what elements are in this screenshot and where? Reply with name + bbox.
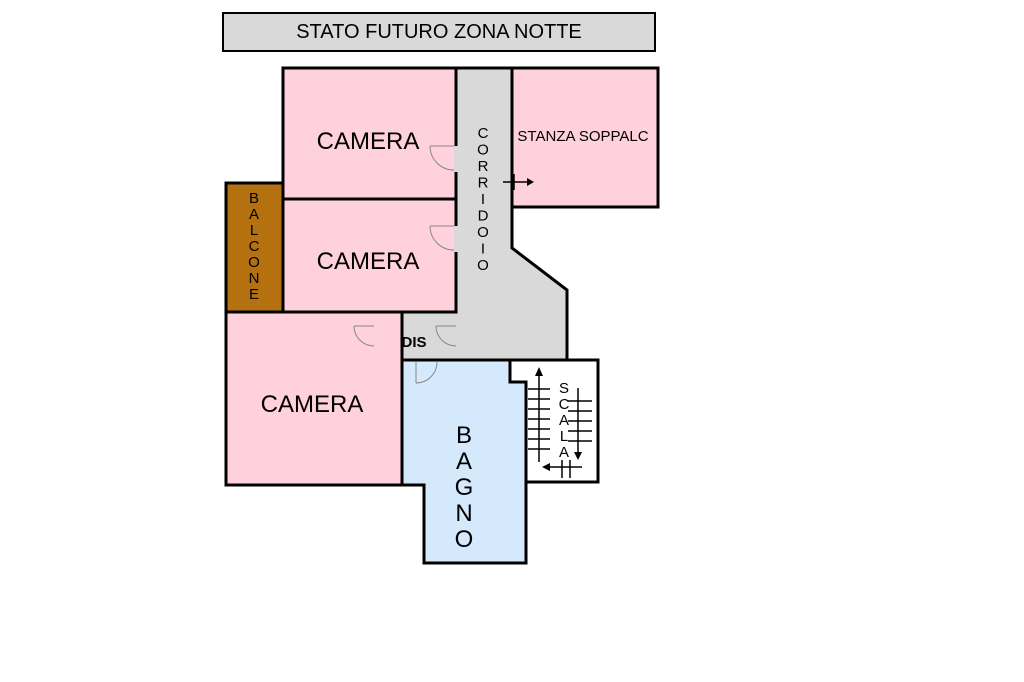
label-letter: B — [249, 190, 259, 207]
stair-treads — [503, 174, 592, 478]
label-letter: A — [559, 412, 569, 429]
door-swings — [353, 145, 457, 384]
label-dis: DIS — [401, 334, 426, 351]
room-stanza-soppalco — [510, 66, 660, 209]
label-letter: R — [478, 158, 489, 175]
label-letter: I — [481, 191, 485, 208]
label-letter: A — [249, 206, 259, 223]
label-letter: G — [455, 474, 474, 501]
label-letter: B — [456, 422, 472, 449]
label-letter: I — [481, 241, 485, 258]
label-letter: A — [456, 448, 472, 475]
label-letter: A — [559, 444, 569, 461]
label-letter: N — [249, 270, 260, 287]
label-letter: L — [560, 428, 568, 445]
label-letter: C — [559, 396, 570, 413]
label-letter: E — [249, 286, 259, 303]
room-balcone — [224, 181, 285, 314]
room-camera-1 — [281, 66, 458, 201]
plan-title: STATO FUTURO ZONA NOTTE — [222, 12, 656, 52]
label-letter: O — [248, 254, 260, 271]
room-scala — [508, 358, 600, 484]
label-letter: O — [477, 224, 489, 241]
label-camera-3: CAMERA — [261, 391, 364, 418]
label-stanza-soppalco: STANZA SOPPALC — [517, 128, 648, 145]
label-camera-1: CAMERA — [317, 128, 420, 155]
room-camera-2 — [281, 197, 458, 314]
label-letter: D — [478, 208, 489, 225]
arrow-heads — [527, 178, 582, 471]
label-letter: N — [455, 500, 472, 527]
room-camera-3 — [224, 310, 404, 487]
label-letter: L — [250, 222, 258, 239]
label-letter: O — [477, 257, 489, 274]
label-letter: O — [455, 526, 474, 553]
label-camera-2: CAMERA — [317, 248, 420, 275]
label-letter: S — [559, 380, 569, 397]
label-letter: O — [477, 142, 489, 159]
label-letter: R — [478, 175, 489, 192]
label-letter: C — [249, 238, 260, 255]
label-letter: C — [478, 125, 489, 142]
